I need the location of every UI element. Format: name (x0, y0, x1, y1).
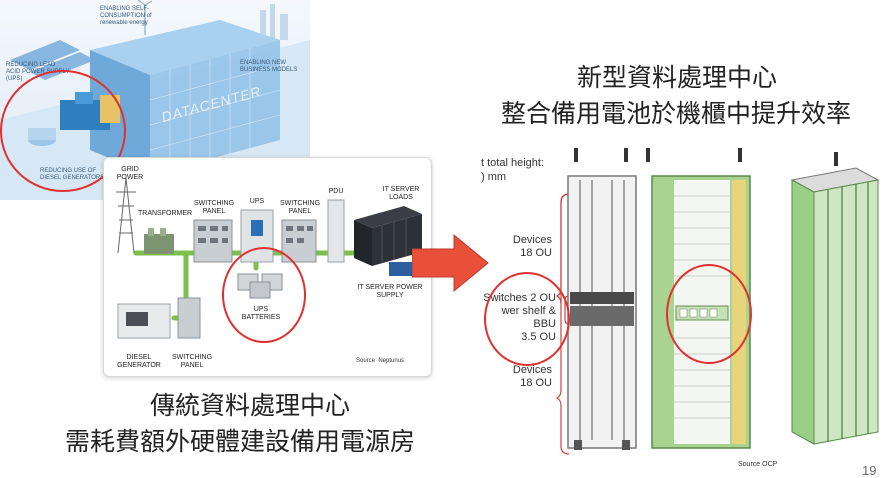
devices-top-text: Devices (512, 234, 552, 246)
callout-reducing-ups: REDUCING LEAD ACID POWER SUPPLY (UPS) (6, 62, 70, 82)
total-height-line1: t total height: (481, 157, 544, 169)
batteries-highlight-circle (222, 247, 306, 343)
it-server-icon (354, 206, 422, 266)
label-switching-panel-3: SWITCHING PANEL (171, 354, 213, 369)
devices-top-label: Devices 18 OU (500, 234, 552, 260)
label-grid-power: GRID POWER (116, 166, 144, 181)
right-arrow-icon (412, 233, 489, 293)
devices-bottom-ou: 18 OU (520, 377, 552, 389)
right-title-line2: 整合備用電池於機櫃中提升效率 (500, 99, 851, 128)
label-it-server-loads: IT SERVER LOADS (382, 186, 420, 201)
label-ups: UPS (249, 198, 265, 205)
rack-isometric-view (790, 152, 880, 445)
bbu-highlight-circle (666, 264, 752, 364)
left-caption-line1: 傳統資料處理中心 (149, 391, 350, 420)
pdu-icon (327, 199, 345, 263)
ups-highlight-circle (0, 70, 126, 192)
switches-highlight-circle (484, 272, 570, 366)
page-number: 19 (862, 463, 877, 478)
rack-front-view (567, 148, 637, 450)
left-caption-line2: 需耗費額外硬體建設備用電源房 (64, 427, 415, 456)
callout-self-consumption: ENABLING SELF-CONSUMPTION of renewable e… (100, 6, 152, 26)
transformer-icon (144, 234, 174, 254)
label-transformer: TRANSFORMER (138, 210, 193, 217)
power-flow-graphic (116, 177, 422, 339)
label-it-server-power-supply: IT SERVER POWER SUPPLY (357, 284, 423, 299)
it-power-supply-icon (389, 262, 415, 276)
label-switching-panel-2: SWITCHING PANEL (279, 200, 321, 215)
total-height-label: t total height: ) mm (481, 156, 544, 184)
diagram-source: Source Neptunus (356, 358, 405, 364)
right-title-line1: 新型資料處理中心 (576, 63, 777, 92)
label-pdu: PDU (328, 188, 344, 195)
switching-panel-3-icon (177, 297, 201, 339)
label-diesel-generator: DIESEL GENERATOR (117, 354, 161, 369)
total-height-line2: ) mm (481, 171, 507, 183)
callout-business-models: ENABLING NEW BUSINESS MODELS (240, 60, 298, 73)
devices-bottom-text: Devices (512, 364, 552, 376)
transmission-tower-icon (116, 177, 136, 254)
source-ocp: Source OCP (738, 461, 778, 468)
devices-top-ou: 18 OU (520, 247, 552, 259)
label-switching-panel-1: SWITCHING PANEL (193, 200, 235, 215)
devices-bottom-label: Devices 18 OU (500, 364, 552, 390)
